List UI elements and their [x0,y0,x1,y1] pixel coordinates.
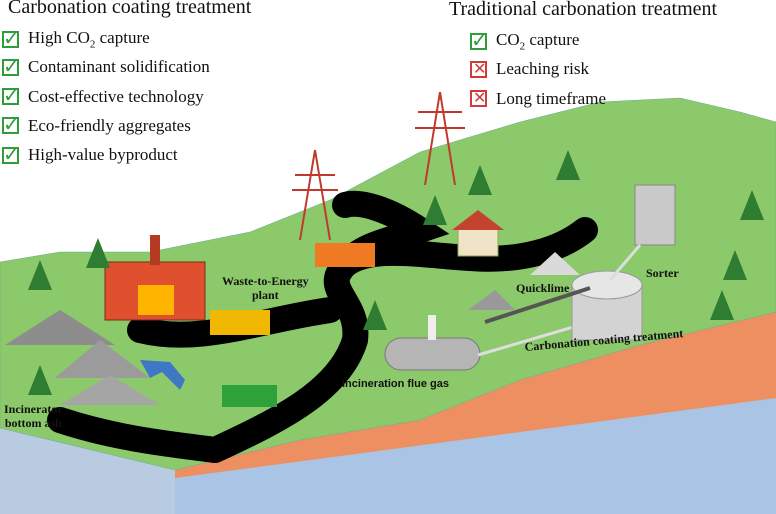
right-panel-item: ✕ Long timeframe [470,88,606,109]
left-panel-item: ✓ Eco-friendly aggregates [2,112,191,137]
blue-arrow [140,360,185,390]
conveyor [484,286,591,324]
item-text: Eco-friendly aggregates [28,115,191,135]
left-panel-title: Carbonation coating treatment [8,0,252,18]
checkbox-check-icon: ✓ [2,112,20,137]
left-panel-item: ✓ Contaminant solidification [2,53,210,78]
checkbox-check-icon: ✓ [2,83,20,108]
soil-layer [175,312,776,478]
gas-pipe [428,315,436,340]
power-pylon [415,91,465,186]
front-face-left [0,428,175,514]
item-text: High-value byproduct [28,145,178,165]
furnace-fire [138,285,174,315]
item-text: Cost-effective technology [28,86,204,106]
checkbox-check-icon: ✓ [470,27,488,52]
garbage-truck [315,243,375,267]
sorter-label: Sorter [646,266,679,280]
house-roof [452,210,504,230]
silo-chute [608,244,642,281]
gravel-pile [468,290,515,310]
ash-label-line2: bottom ash [4,416,62,430]
item-text: Long timeframe [496,88,606,108]
right-panel-title: Traditional carbonation treatment [449,0,718,20]
item-text: CO2 capture [496,30,580,53]
checkbox-check-icon: ✓ [2,141,20,166]
item-text: High CO2 capture [28,28,150,51]
green-truck [222,385,277,407]
quicklime-label: Quicklime [516,281,570,295]
flue-gas-tank [384,337,481,371]
wte-label-line1: Waste-to-Energy [222,274,309,288]
flue-gas-label: Incineration flue gas [342,378,449,390]
grass-land [0,97,776,471]
house [457,227,499,257]
item-text: Leaching risk [496,59,589,79]
bottom-ash-label: Incinerator bottom ash [4,402,63,430]
ash-pile [60,375,160,405]
water [175,395,776,514]
left-panel-item: ✓ High-value byproduct [2,141,178,166]
ash-pile [5,310,115,345]
bulldozer [210,310,270,335]
wte-plant-label: Waste-to-Energy plant [222,274,309,302]
checkbox-cross-icon: ✕ [470,59,487,78]
right-panel-item: ✕ Leaching risk [470,59,589,79]
trees [28,150,764,395]
ash-pile [55,340,150,378]
chimney [150,235,160,265]
ash-label-line1: Incinerator [4,402,63,416]
sorter-silo [634,184,676,246]
checkbox-cross-icon: ✕ [470,88,487,108]
quicklime-pile [530,252,580,275]
gas-line [477,323,581,357]
right-panel-item: ✓ CO2 capture [470,27,580,53]
left-panel-item: ✓ High CO2 capture [2,25,150,51]
item-text: Contaminant solidification [28,57,210,77]
left-panel-item: ✓ Cost-effective technology [2,83,204,108]
checkbox-check-icon: ✓ [2,25,20,50]
reactor-top [571,270,643,300]
wte-label-line2: plant [251,288,279,302]
power-pylon [292,149,338,241]
checkbox-check-icon: ✓ [2,53,20,78]
